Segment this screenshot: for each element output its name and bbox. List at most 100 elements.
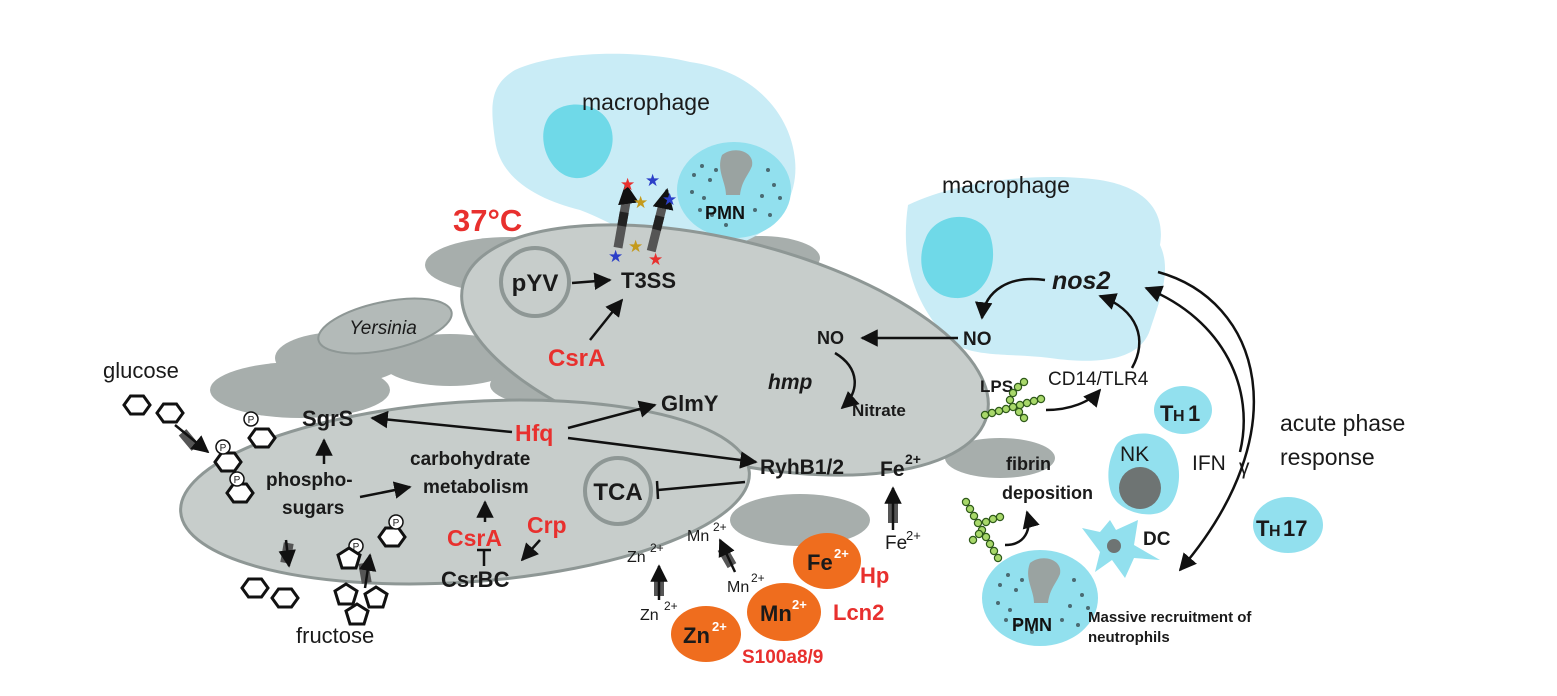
th17-sub: H [1269, 523, 1281, 540]
dc-label: DC [1143, 529, 1171, 550]
svg-text:★: ★ [645, 171, 660, 190]
svg-text:P: P [353, 542, 360, 553]
zn-ion-label: Zn [683, 623, 710, 648]
sgrs-label: SgrS [302, 406, 353, 431]
nk-label: NK [1120, 443, 1149, 466]
fructose-label: fructose [296, 623, 374, 648]
svg-text:P: P [220, 443, 227, 454]
lps-molecules-bottom [961, 497, 1005, 563]
macrophage-top: macrophage PMN [492, 53, 796, 251]
tca-label: TCA [593, 479, 642, 506]
lcn2-label: Lcn2 [833, 600, 884, 625]
fe-ion-label: Fe [807, 550, 833, 575]
th17-num: 17 [1283, 516, 1307, 541]
sugars-label: sugars [282, 498, 344, 519]
nk-nucleus [1119, 467, 1161, 509]
temperature-label: 37°C [453, 203, 522, 238]
pmn-top: PMN [677, 142, 791, 238]
zn-inside-label: Zn [627, 549, 646, 566]
macrophage-right-label: macrophage [942, 172, 1070, 198]
carbohydrate-label: carbohydrate [410, 449, 530, 470]
pyv-to-t3ss-arrow [571, 272, 612, 290]
hfq-label: Hfq [515, 420, 553, 446]
phosphosugars-to-metabolism-arrow [359, 481, 412, 499]
acute-phase-line2: response [1280, 444, 1375, 470]
hfq-to-sgrs-arrow [370, 410, 513, 434]
lps-label: LPS [980, 377, 1013, 396]
th1-sub: H [1173, 408, 1185, 425]
nos2-to-neutrophil-arrow [1157, 270, 1256, 572]
glmy-label: GlmY [661, 391, 719, 416]
fe-ion-hp: Fe 2+ [793, 533, 861, 589]
no-macrophage-label: NO [963, 329, 992, 350]
hfq-to-ryhb-arrow [567, 436, 758, 469]
svg-text:★: ★ [620, 175, 635, 194]
th1-label: T [1160, 401, 1174, 426]
nos2-to-no-arrow [974, 277, 1046, 320]
mn-transporter [717, 538, 737, 573]
fe-ion-sup: 2+ [834, 546, 849, 561]
glucose-transporter [174, 424, 210, 454]
th1-num: 1 [1188, 401, 1200, 426]
svg-text:★: ★ [608, 247, 623, 266]
deposition-label: deposition [1002, 483, 1093, 503]
zn-transporter [650, 564, 668, 600]
svg-text:P: P [248, 415, 255, 426]
zn-outside-sup: 2+ [664, 599, 678, 613]
mn-inside-label: Mn [687, 528, 709, 545]
phospho-label: phospho- [266, 470, 353, 491]
hmp-label: hmp [768, 371, 813, 394]
yersinia-label: Yersinia [349, 318, 417, 339]
svg-text:★: ★ [648, 250, 663, 269]
svg-text:★: ★ [633, 193, 648, 212]
no-to-nitrate-arrow [834, 351, 860, 410]
macrophage-top-label: macrophage [582, 89, 710, 115]
fibrin-label: fibrin [1006, 454, 1051, 474]
metabolism-label: metabolism [423, 477, 529, 498]
lps-to-cd14-arrow [1045, 388, 1102, 412]
t3ss-label: T3SS [621, 268, 676, 293]
fe-outside-label: Fe [885, 533, 907, 554]
fe-transporter [884, 486, 902, 530]
svg-text:★: ★ [628, 237, 643, 256]
cd14-to-nos2-arrow [1098, 293, 1141, 369]
tca-cycle: TCA [583, 456, 653, 526]
glucose-label: glucose [103, 358, 179, 383]
mn-ion-sup: 2+ [792, 597, 807, 612]
ifn-gamma: γ [1239, 456, 1250, 479]
s100-label: S100a8/9 [742, 647, 823, 668]
pmn-top-label: PMN [705, 203, 745, 223]
nitrate-label: Nitrate [852, 401, 906, 420]
yersinia-label-cell: Yersinia [317, 297, 453, 355]
svg-text:P: P [393, 518, 400, 529]
ryhb-inhibits-tca [655, 480, 746, 500]
crp-label: Crp [527, 512, 567, 538]
lps-to-fibrin-arrow [1004, 510, 1040, 547]
fructose-transporter-right [358, 553, 377, 589]
crp-to-csrbc-arrow [520, 539, 541, 562]
massive-recruitment-line2: neutrophils [1088, 629, 1170, 646]
mn-ion-label: Mn [760, 601, 792, 626]
ryhb-label: RyhB1/2 [760, 456, 844, 479]
pmn-bottom-label: PMN [1012, 615, 1052, 635]
mn-inside-sup: 2+ [713, 520, 727, 534]
pyv-plasmid: pYV [499, 246, 571, 318]
mn-outside-sup: 2+ [751, 571, 765, 585]
fructose-transporter-left [278, 539, 296, 568]
dendritic-cell: DC [1082, 520, 1171, 578]
csra-bottom-label: CsrA [447, 525, 502, 551]
macrophage-top-nucleus [543, 104, 613, 179]
t3ss-injectisomes [613, 182, 674, 253]
th1-cell: T H 1 [1154, 386, 1212, 434]
nos2-label: nos2 [1052, 267, 1110, 295]
svg-text:★: ★ [662, 190, 677, 209]
th17-label: T [1256, 516, 1270, 541]
hp-label: Hp [860, 563, 889, 588]
csrbc-label: CsrBC [441, 567, 510, 592]
hfq-to-glmy-arrow [567, 400, 657, 430]
nk-cell: NK [1108, 433, 1180, 515]
mn-ion-lcn2: Mn 2+ [747, 583, 821, 641]
fe-outside-sup: 2+ [906, 528, 921, 543]
cd14-label: CD14/TLR4 [1048, 369, 1149, 390]
